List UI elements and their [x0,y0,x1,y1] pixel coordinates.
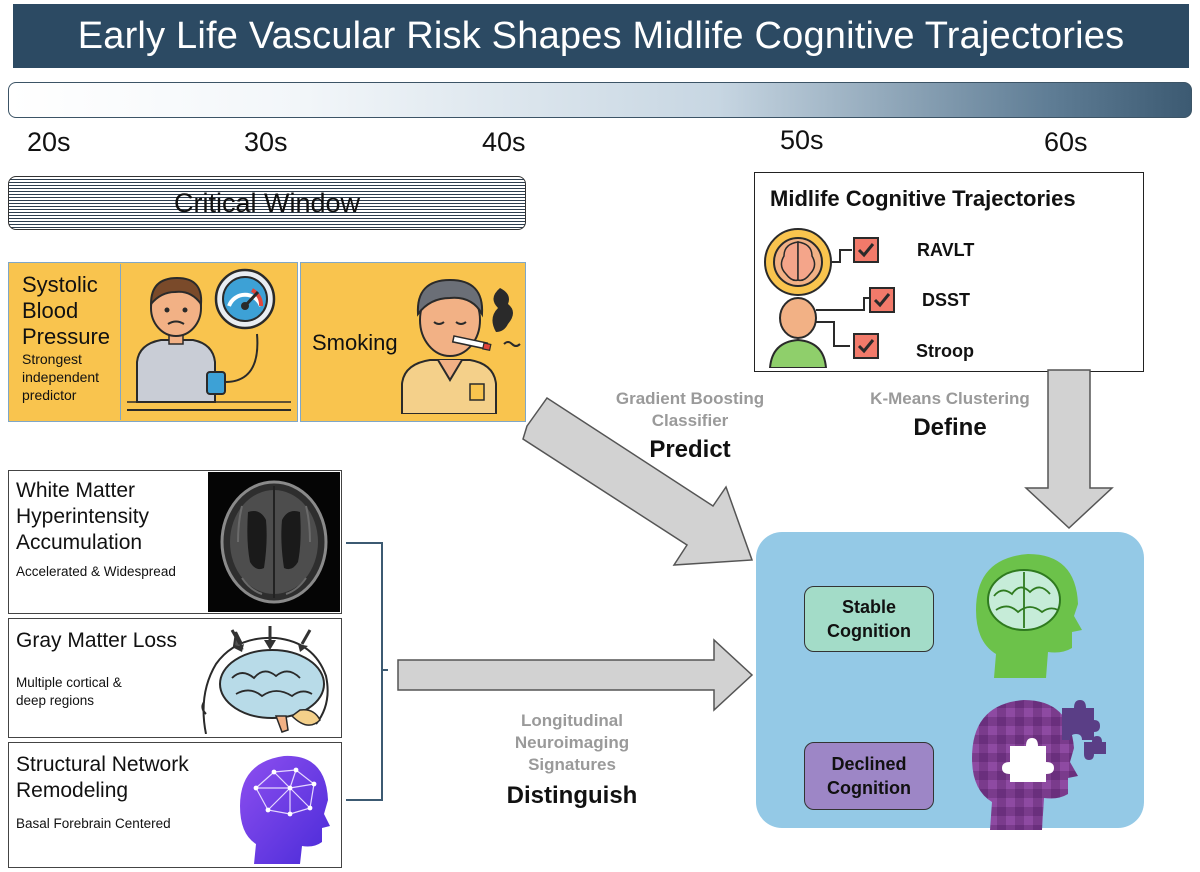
decade-label-50s: 50s [780,125,824,155]
brain-atrophy-icon [201,626,329,734]
sbp-illustration [120,264,298,420]
define-method-label: K-Means Clustering [870,389,1030,408]
critical-window-label: Critical Window [173,187,361,219]
predict-verb-label: Predict [649,436,731,463]
test-label-stroop: Stroop [916,341,974,361]
wmh-subtitle: Accelerated & Widespread [16,564,176,579]
decade-label-20s: 20s [27,127,71,157]
sbp-title-line: Blood [22,298,79,323]
puzzle-head-icon [972,700,1106,830]
stable-cognition-box: Stable Cognition [804,586,934,652]
sbp-title: Systolic Blood Pressure [22,272,110,350]
gm-sub-line: Multiple cortical & [16,675,122,690]
decade-label-30s: 30s [244,127,288,157]
sbp-sub-line: Strongest [22,351,82,367]
distinguish-method-line: Longitudinal [521,711,623,730]
sbp-title-line: Systolic [22,272,98,297]
page-title: Early Life Vascular Risk Shapes Midlife … [77,14,1125,57]
signature-bracket [346,542,388,801]
timeline-bar [8,82,1192,118]
network-title-line: Structural Network [16,753,189,776]
brain-mri-scan-icon [208,472,340,612]
brain-network-head-icon [240,755,330,864]
network-title: Structural Network Remodeling [16,752,189,804]
distinguish-method-line: Neuroimaging [514,733,630,752]
test-label-dsst: DSST [922,290,971,310]
gm-sub-line: deep regions [16,693,95,708]
stable-cognition-line: Stable [841,597,897,617]
healthy-brain-head-icon [976,554,1082,678]
wmh-title-line: Accumulation [16,531,143,554]
wmh-title-line: Hyperintensity [16,505,150,528]
brain-gear-person-icon [764,228,872,368]
distinguish-arrow [397,638,754,712]
declined-cognition-line: Cognition [827,778,911,798]
checkbox-icon [853,237,879,263]
network-title-line: Remodeling [16,779,129,802]
define-arrow [1024,369,1114,530]
decade-label-40s: 40s [482,127,526,157]
sbp-title-line: Pressure [22,324,111,349]
blood-pressure-person-icon [127,276,291,411]
network-subtitle: Basal Forebrain Centered [16,816,171,831]
distinguish-method-label: Longitudinal Neuroimaging Signatures [472,710,672,776]
critical-window-bar: Critical Window [8,176,526,230]
midlife-trajectories-box [754,172,1144,372]
title-banner: Early Life Vascular Risk Shapes Midlife … [13,4,1189,68]
predict-method-line: Classifier [651,411,729,430]
gm-subtitle: Multiple cortical & deep regions [16,674,122,710]
predict-method-label: Gradient Boosting Classifier [590,388,790,432]
wmh-title: White Matter Hyperintensity Accumulation [16,478,149,556]
wmh-title-line: White Matter [16,479,136,502]
sbp-sub-line: independent [22,369,100,385]
predict-method-line: Gradient Boosting [615,389,765,408]
smoking-person-icon [401,278,521,414]
gauge-icon [214,268,276,330]
test-label-ravlt: RAVLT [917,240,975,260]
stable-cognition-line: Cognition [827,621,911,641]
declined-cognition-box: Declined Cognition [804,742,934,810]
sbp-subtitle: Strongest independent predictor [22,350,99,404]
predict-arrow [522,396,754,566]
declined-cognition-line: Declined [831,754,907,774]
distinguish-method-line: Signatures [528,755,616,774]
smoking-label: Smoking [312,330,398,355]
checkbox-icon [869,287,895,313]
distinguish-verb-label: Distinguish [506,782,638,809]
sbp-sub-line: predictor [22,387,77,403]
define-verb-label: Define [913,414,987,441]
checkbox-icon [853,333,879,359]
gm-title: Gray Matter Loss [16,629,178,652]
midlife-title: Midlife Cognitive Trajectories [770,186,1076,211]
decade-label-60s: 60s [1044,127,1088,157]
